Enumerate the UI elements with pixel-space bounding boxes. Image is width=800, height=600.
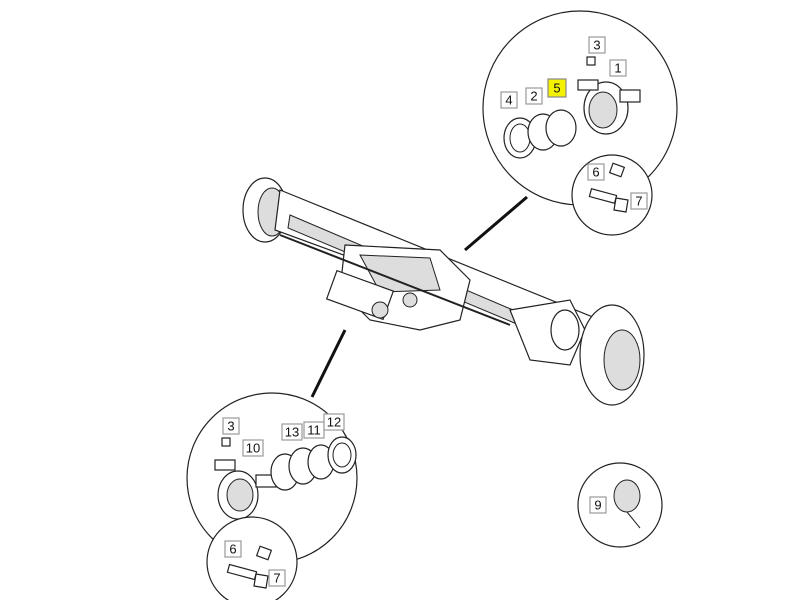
svg-text:4: 4 [505, 93, 512, 108]
callout-highlighted[interactable]: 5 [547, 78, 567, 98]
svg-text:9: 9 [594, 498, 601, 513]
svg-text:3: 3 [593, 38, 600, 53]
svg-text:11: 11 [307, 423, 321, 438]
callout[interactable]: 3 [222, 417, 240, 435]
front-axle-assembly [242, 177, 645, 406]
svg-text:2: 2 [530, 89, 537, 104]
callout[interactable]: 7 [268, 569, 286, 587]
callout[interactable]: 4 [500, 91, 518, 109]
svg-text:10: 10 [246, 441, 260, 456]
svg-text:6: 6 [229, 542, 236, 557]
sensor-part [613, 479, 641, 513]
leader-line-bottom [310, 329, 347, 398]
callout[interactable]: 7 [630, 192, 648, 210]
svg-text:5: 5 [553, 81, 560, 96]
callout[interactable]: 9 [589, 496, 607, 514]
svg-text:13: 13 [285, 425, 299, 440]
svg-text:7: 7 [635, 194, 642, 209]
detail-circle-sensor [577, 462, 663, 548]
svg-text:1: 1 [614, 61, 621, 76]
callout[interactable]: 12 [323, 413, 345, 431]
callout[interactable]: 13 [281, 423, 303, 441]
detail-circle-top [482, 10, 678, 236]
callout[interactable]: 10 [242, 439, 264, 457]
leader-line-top [464, 195, 528, 252]
callout[interactable]: 6 [224, 540, 242, 558]
callout[interactable]: 6 [587, 163, 605, 181]
callout[interactable]: 3 [588, 36, 606, 54]
callout[interactable]: 11 [303, 421, 325, 439]
svg-text:3: 3 [227, 419, 234, 434]
callout[interactable]: 1 [609, 59, 627, 77]
svg-text:7: 7 [273, 571, 280, 586]
svg-text:12: 12 [327, 415, 341, 430]
callout[interactable]: 2 [525, 87, 543, 105]
svg-text:6: 6 [592, 165, 599, 180]
